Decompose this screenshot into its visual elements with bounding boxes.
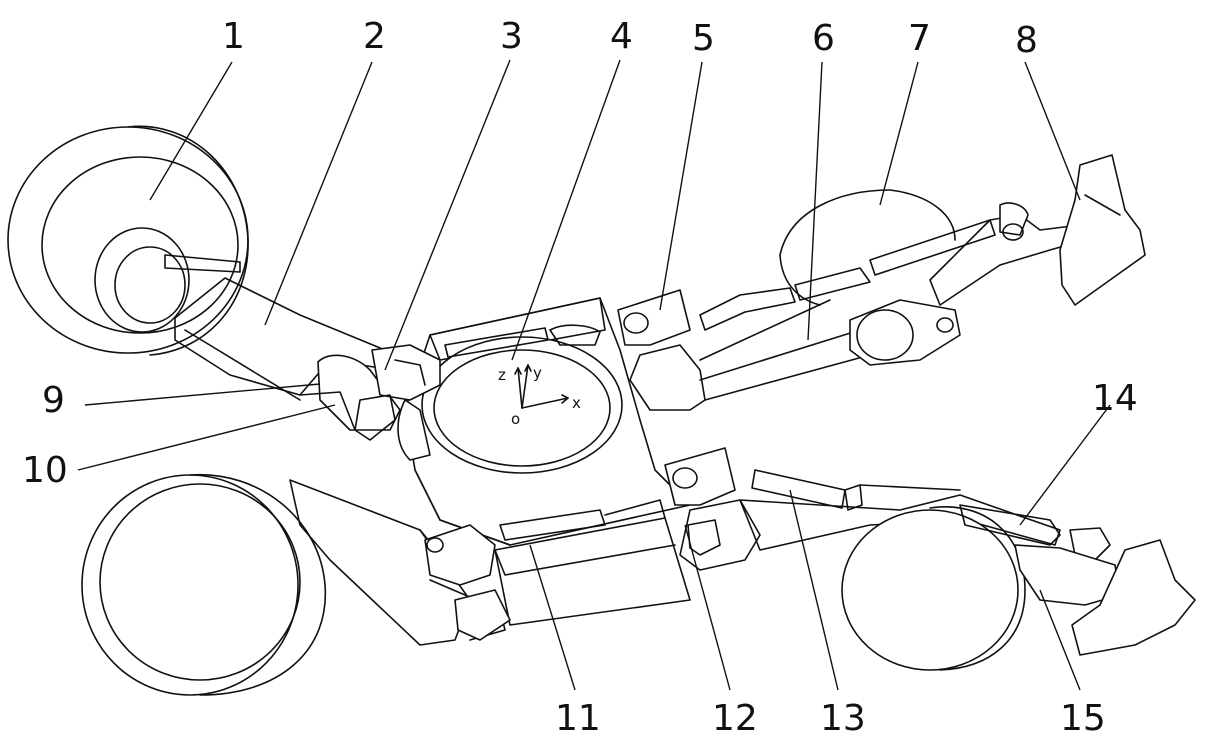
upper-plate-actuator: [444, 324, 601, 358]
leader-6: [807, 61, 823, 341]
axis-label-z: z: [498, 366, 506, 384]
hinge-cluster-left: [299, 344, 441, 461]
leader-2: [264, 61, 373, 326]
callout-2: 2: [363, 16, 386, 57]
coordinate-axes: z y x o: [498, 364, 581, 428]
leader-5: [659, 61, 703, 311]
wheel-lower-left: [81, 473, 327, 696]
leader-8: [1024, 61, 1081, 201]
callout-12: 12: [712, 698, 758, 739]
leader-lines: [77, 59, 1111, 691]
leader-1: [149, 61, 233, 201]
leader-13: [789, 489, 839, 691]
leader-14: [1019, 404, 1111, 526]
callout-numbers: 1 2 3 4 5 6 7 8 9 10 11 12 13 14 15: [22, 16, 1138, 739]
callout-8: 8: [1015, 20, 1038, 61]
chassis-plate: [404, 297, 691, 546]
wheel-1: [7, 125, 249, 356]
callout-6: 6: [812, 18, 835, 59]
leader-4: [511, 59, 621, 361]
callout-14: 14: [1092, 378, 1138, 419]
blade-8: [1059, 154, 1146, 306]
callout-4: 4: [610, 16, 633, 57]
callout-7: 7: [908, 18, 931, 59]
axis-label-y: y: [533, 364, 542, 382]
callout-5: 5: [692, 18, 715, 59]
bracket-5: [617, 289, 706, 411]
leader-15: [1039, 589, 1081, 691]
lower-right-arm: [739, 484, 1061, 551]
leader-3: [384, 59, 511, 371]
axis-label-origin: o: [511, 410, 520, 428]
axis-label-x: x: [572, 394, 581, 412]
leader-7: [879, 61, 919, 206]
callout-1: 1: [222, 16, 245, 57]
callout-3: 3: [500, 16, 523, 57]
wheel-7: [779, 189, 956, 306]
callout-11: 11: [555, 698, 601, 739]
wheel-lower-right: [841, 506, 1026, 671]
link-15: [1014, 539, 1196, 656]
leader-10: [77, 404, 336, 471]
callout-13: 13: [820, 698, 866, 739]
callout-9: 9: [42, 380, 65, 421]
leader-11: [529, 544, 576, 691]
upper-right-linkage: [849, 202, 1086, 366]
leader-9: [84, 383, 321, 406]
cylinder-14: [959, 504, 1111, 561]
callout-10: 10: [22, 450, 68, 491]
hinge-lower-left: [424, 524, 511, 641]
callout-15: 15: [1060, 698, 1106, 739]
leader-12: [684, 524, 731, 691]
cylinder-11: [494, 499, 691, 626]
